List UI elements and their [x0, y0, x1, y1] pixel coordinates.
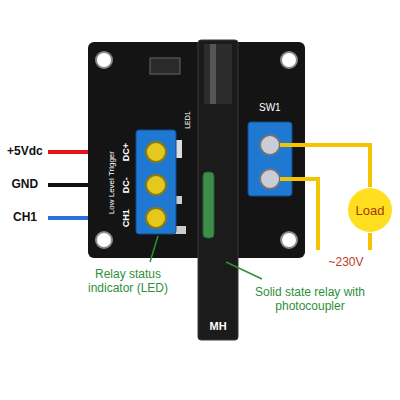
screw: [260, 135, 280, 155]
relay-top: [204, 44, 232, 104]
screw: [146, 142, 166, 162]
screw: [260, 169, 280, 189]
wire-label: CH1: [13, 211, 37, 225]
wire-label: +5Vdc: [7, 145, 43, 159]
pin-name: DC+: [121, 143, 131, 161]
pin-name: DC-: [121, 177, 131, 193]
wire-label: GND: [12, 178, 39, 192]
relay-slot: [210, 44, 216, 104]
voltage-label: ~230V: [329, 256, 364, 270]
terminal-block: [248, 122, 292, 196]
varistor: [203, 172, 214, 238]
leader-line: [226, 262, 262, 279]
part-name: LED1: [184, 111, 192, 129]
smd-part: [150, 58, 180, 74]
pcb-board: [88, 42, 305, 258]
mains-wire: [280, 179, 318, 250]
mount-hole: [281, 52, 297, 68]
callout-label: Relay status indicator (LED): [73, 268, 183, 296]
terminal-block: [136, 130, 176, 234]
mount-hole: [96, 52, 112, 68]
callout-label: Solid state relay with photocoupler: [245, 286, 375, 314]
board-note: Low Level Trigger: [106, 151, 115, 214]
solid-state-relay: [198, 40, 238, 340]
load-label: Load: [356, 203, 385, 218]
mains-wire: [368, 233, 372, 250]
screw: [146, 175, 166, 195]
load-circle-shape: [348, 188, 392, 232]
part-name: SW1: [259, 102, 281, 114]
part-name: MH: [210, 320, 227, 333]
leader-line: [150, 236, 158, 262]
screw: [146, 208, 166, 228]
pin-name: CH1: [121, 209, 131, 227]
load-circle: Load: [347, 187, 393, 233]
mount-hole: [96, 232, 112, 248]
mount-hole: [281, 232, 297, 248]
